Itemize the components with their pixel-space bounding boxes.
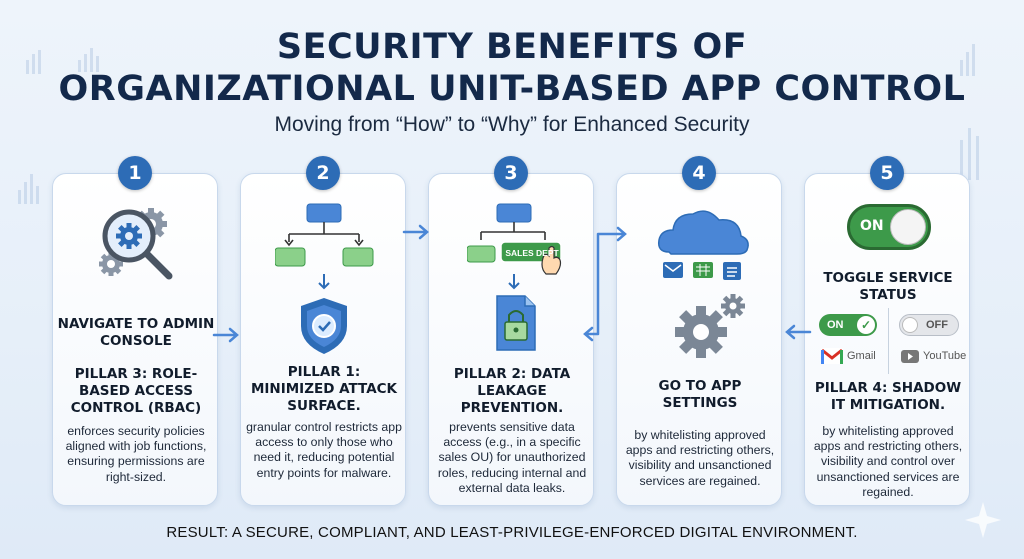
step-1-heading: NAVIGATE TO ADMIN CONSOLE <box>57 316 215 349</box>
title-line-2: ORGANIZATIONAL UNIT-BASED APP CONTROL <box>58 69 966 109</box>
divider <box>888 308 889 374</box>
step-4-body: by whitelisting approved apps and restri… <box>625 428 775 488</box>
arrow-1-to-2-icon <box>212 327 239 343</box>
gmail-icon <box>821 348 843 364</box>
arrow-3-to-4-icon <box>583 226 627 342</box>
step-1-pillar: PILLAR 3: ROLE-BASED ACCESS CONTROL (RBA… <box>70 366 202 416</box>
off-knob <box>902 317 918 333</box>
step-card-5: ON TOGGLE SERVICE STATUS ON ✓ OFF Gmail … <box>804 173 970 506</box>
off-pill-toggle[interactable]: OFF <box>899 314 959 336</box>
large-toggle-label: ON <box>860 218 884 234</box>
step-badge-2: 2 <box>306 156 340 190</box>
org-chart-lock-icon <box>467 203 562 351</box>
gmail-label: Gmail <box>847 350 876 362</box>
arrow-2-to-3-icon <box>402 224 429 240</box>
step-5-pillar: PILLAR 4: SHADOW IT MITIGATION. <box>814 380 962 413</box>
step-1-body: enforces security policies aligned with … <box>65 424 207 484</box>
check-icon: ✓ <box>857 316 875 334</box>
on-pill-label: ON <box>827 319 844 331</box>
sales-dept-tag: SALES DEPT <box>505 248 559 258</box>
background-chart-decoration-left <box>18 48 99 204</box>
step-card-4: GO TO APP SETTINGS by whitelisting appro… <box>616 173 782 506</box>
sparkle-icon <box>965 502 1001 538</box>
org-chart-shield-icon <box>275 203 374 354</box>
gear-magnifier-icon <box>99 208 173 280</box>
step-badge-4: 4 <box>682 156 716 190</box>
step-card-3: SALES DEPT PILLAR 2: DATA LEAKAGE PREVEN… <box>428 173 594 506</box>
step-badge-3: 3 <box>494 156 528 190</box>
off-pill-label: OFF <box>926 319 948 331</box>
step-card-2: PILLAR 1: MINIMIZED ATTACK SURFACE. gran… <box>240 173 406 506</box>
youtube-icon <box>901 350 919 363</box>
large-on-toggle[interactable]: ON <box>847 204 931 250</box>
step-2-pillar: PILLAR 1: MINIMIZED ATTACK SURFACE. <box>250 364 398 414</box>
cloud-gear-icon <box>657 210 749 358</box>
toggle-knob <box>890 209 926 245</box>
youtube-label: YouTube <box>923 350 967 362</box>
on-pill-toggle[interactable]: ON ✓ <box>819 314 877 336</box>
step-badge-1: 1 <box>118 156 152 190</box>
arrow-5-to-4-icon <box>785 324 812 340</box>
step-5-body: by whitelisting approved apps and restri… <box>813 424 963 499</box>
step-2-body: granular control restricts app access to… <box>246 420 402 480</box>
title-line-1: SECURITY BENEFITS OF <box>276 27 748 67</box>
page-title: SECURITY BENEFITS OF ORGANIZATIONAL UNIT… <box>0 26 1024 110</box>
background-chart-decoration-right <box>960 44 979 180</box>
result-statement: RESULT: A SECURE, COMPLIANT, AND LEAST-P… <box>166 524 858 541</box>
step-5-heading: TOGGLE SERVICE STATUS <box>823 270 953 303</box>
step-badge-5: 5 <box>870 156 904 190</box>
step-4-heading: GO TO APP SETTINGS <box>658 378 742 411</box>
step-3-pillar: PILLAR 2: DATA LEAKAGE PREVENTION. <box>453 366 571 416</box>
page-subtitle: Moving from “How” to “Why” for Enhanced … <box>274 113 750 136</box>
step-3-body: prevents sensitive data access (e.g., in… <box>437 420 587 495</box>
step-card-1: NAVIGATE TO ADMIN CONSOLE PILLAR 3: ROLE… <box>52 173 218 506</box>
